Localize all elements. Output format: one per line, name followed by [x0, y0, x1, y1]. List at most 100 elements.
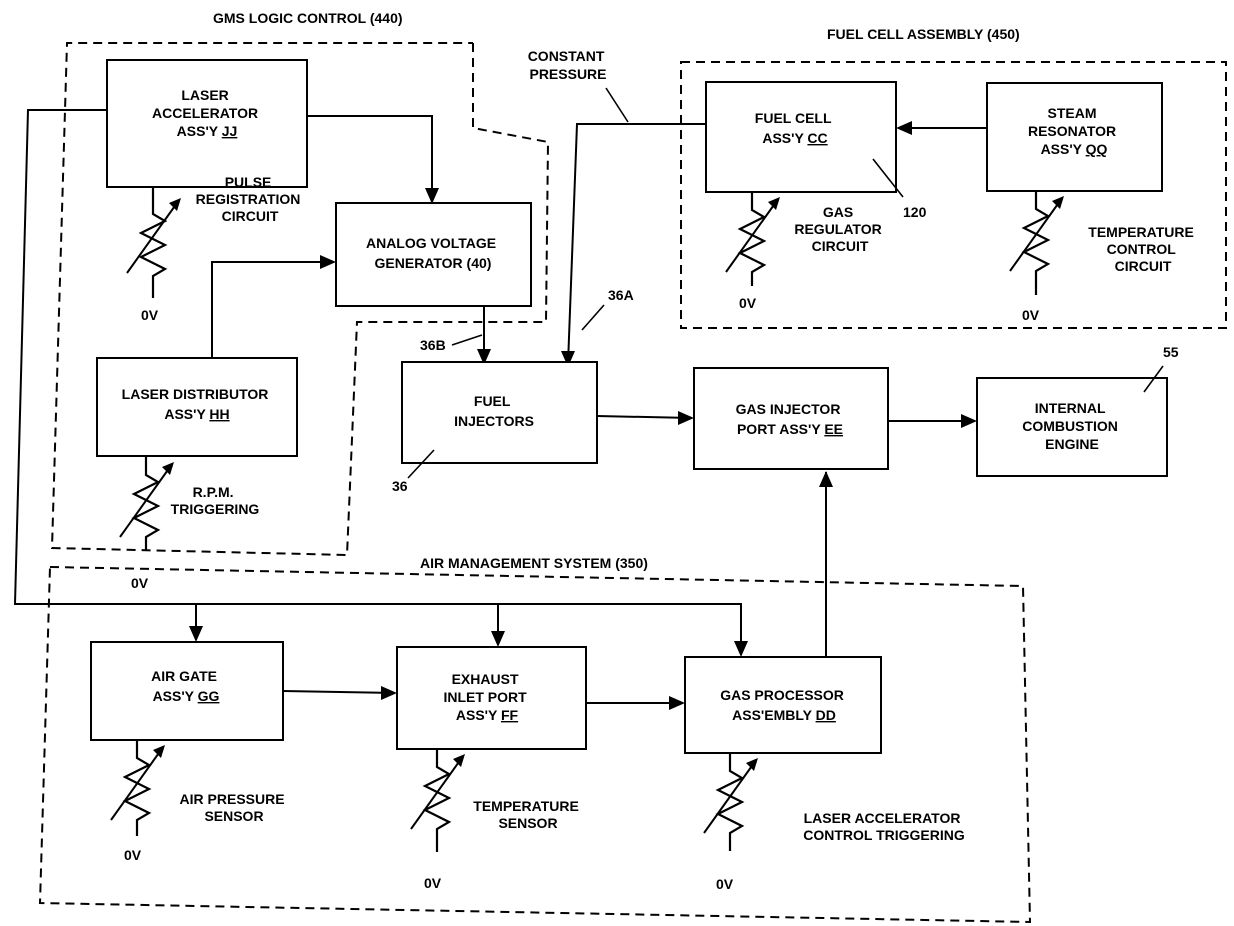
resistor-temperature-control — [1009, 191, 1064, 295]
svg-text:GAS INJECTOR PORT ASS'Y: GAS INJECTOR PORT ASS'Y EE — [736, 401, 845, 437]
svg-text:LASER ACCELERATOR: LASER ACCELERATOR ASS'Y JJ — [152, 87, 262, 139]
fuel-cell-region-title: FUEL CELL ASSEMBLY (450) — [827, 26, 1020, 42]
arrowhead-injectors-36b — [477, 349, 491, 365]
laser-trigger-label: LASER ACCELERATOR CONTROL TRIGGERING — [803, 810, 965, 843]
gms-region-outline — [50, 42, 550, 557]
ref-36b-leader — [451, 334, 483, 346]
ref-120-leader — [872, 158, 904, 198]
laser-accel-line-3: ASS'Y JJ — [177, 123, 238, 139]
laser-dist-line-1: LASER DISTRIBUTOR — [122, 386, 269, 402]
temperature-sensor-label: TEMPERATURE SENSOR — [473, 798, 582, 831]
arrowhead-fuelcell-in — [896, 121, 912, 135]
ref-55: 55 — [1163, 344, 1179, 360]
steam-line-1: STEAM — [1048, 105, 1097, 121]
fuel-cell-region-outline — [680, 61, 1227, 329]
wire-accel-to-analog — [307, 115, 433, 200]
gas-proc-line-1: GAS PROCESSOR — [720, 687, 844, 703]
ice-line-2: COMBUSTION — [1022, 418, 1118, 434]
resistor-temperature-sensor — [410, 749, 465, 852]
svg-text:EXHAUST INLET PORT: EXHAUST INLET PORT ASS'Y FF — [443, 671, 530, 723]
constant-pressure-line-2: PRESSURE — [529, 66, 606, 82]
resistor-laser-trigger — [703, 753, 758, 851]
svg-text:ANALOG VOLTAGE GENERATOR: ANALOG VOLTAGE GENERATOR (40) — [366, 235, 500, 271]
svg-text:GAS PROCESSOR ASS'EMBLY: GAS PROCESSOR ASS'EMBLY DD — [720, 687, 848, 723]
steam-code: QQ — [1086, 141, 1108, 157]
air-region-title: AIR MANAGEMENT SYSTEM (350) — [420, 555, 648, 571]
exhaust-line-3: ASS'Y FF — [456, 707, 519, 723]
fuel-cell-line-1: FUEL CELL — [755, 110, 832, 126]
exhaust-code: FF — [501, 707, 519, 723]
gas-inj-line-1: GAS INJECTOR — [736, 401, 841, 417]
resistor-gas-regulator — [725, 192, 780, 286]
laser-accel-code: JJ — [222, 123, 238, 139]
ground-label-temp-sensor: 0V — [424, 875, 442, 891]
gas-regulator-label: GAS REGULATOR CIRCUIT — [794, 204, 885, 254]
pulse-registration-label: PULSE REGISTRATION CIRCUIT — [196, 174, 305, 224]
ref-36a-leader — [581, 304, 605, 331]
gms-region-title: GMS LOGIC CONTROL (440) — [213, 10, 403, 26]
arrowhead-processor-in-top — [734, 641, 748, 657]
fuel-cell-box: FUEL CELL ASS'Y CC — [705, 81, 897, 193]
wire-injectors-to-gasinj — [596, 415, 693, 419]
laser-dist-code: HH — [209, 406, 229, 422]
arrowhead-exhaust-in-left — [381, 686, 397, 700]
ref-36: 36 — [392, 478, 408, 494]
wire-fuelcell-to-injectors — [567, 123, 706, 365]
svg-text:FUEL CELL ASS'Y CC: FUEL CELL ASS'Y CC — [755, 110, 835, 146]
exhaust-inlet-port-box: EXHAUST INLET PORT ASS'Y FF — [396, 646, 587, 750]
arrowhead-injectors-36a — [561, 351, 575, 367]
constant-pressure-leader — [605, 87, 629, 123]
ref-55-leader — [1143, 365, 1164, 393]
ref-120: 120 — [903, 204, 927, 220]
arrowhead-engine-in — [961, 414, 977, 428]
laser-dist-line-2: ASS'Y HH — [164, 406, 229, 422]
arrowhead-processor-in-left — [669, 696, 685, 710]
ground-label-laser-trigger: 0V — [716, 876, 734, 892]
gas-proc-line-2: ASS'EMBLY DD — [732, 707, 836, 723]
rpm-triggering-label: R.P.M. TRIGGERING — [171, 484, 260, 517]
ground-label-gas-regulator: 0V — [739, 295, 757, 311]
arrowhead-gasinj-in-left — [678, 411, 694, 425]
constant-pressure-label: CONSTANT PRESSURE — [528, 48, 609, 82]
svg-text:LASER DISTRIBUTOR ASS'Y: LASER DISTRIBUTOR ASS'Y HH — [122, 386, 273, 422]
laser-distributor-box: LASER DISTRIBUTOR ASS'Y HH — [96, 357, 298, 457]
steam-line-3: ASS'Y QQ — [1041, 141, 1108, 157]
arrowhead-analog-in-top — [425, 188, 439, 204]
laser-accelerator-box: LASER ACCELERATOR ASS'Y JJ — [106, 59, 308, 188]
arrowhead-airgate-in — [189, 626, 203, 642]
air-region-outline — [38, 565, 1032, 924]
temperature-control-label: TEMPERATURE CONTROL CIRCUIT — [1088, 224, 1197, 274]
ice-line-1: INTERNAL — [1035, 400, 1106, 416]
internal-combustion-engine-box: INTERNAL COMBUSTION ENGINE — [976, 377, 1168, 477]
air-gate-box: AIR GATE ASS'Y GG — [90, 641, 284, 741]
resistor-rpm-triggering — [119, 457, 174, 551]
constant-pressure-line-1: CONSTANT — [528, 48, 605, 64]
air-gate-line-2: ASS'Y GG — [153, 688, 220, 704]
gas-proc-code: DD — [816, 707, 836, 723]
laser-trigger-bus — [13, 109, 742, 655]
ground-label-air-pressure: 0V — [124, 847, 142, 863]
fuel-inj-line-2: INJECTORS — [454, 413, 534, 429]
analog-line-2: GENERATOR (40) — [375, 255, 492, 271]
arrowhead-analog-in-left — [320, 255, 336, 269]
ref-36a: 36A — [608, 287, 634, 303]
exhaust-line-2: INLET PORT — [443, 689, 527, 705]
resistor-pulse-registration — [126, 188, 181, 298]
fuel-inj-line-1: FUEL — [474, 393, 511, 409]
gas-injector-port-box: GAS INJECTOR PORT ASS'Y EE — [693, 367, 889, 470]
fuel-injectors-box: FUEL INJECTORS — [401, 361, 598, 464]
ref-36-leader — [407, 449, 435, 479]
gas-inj-line-2: PORT ASS'Y EE — [737, 421, 843, 437]
analog-voltage-generator-box: ANALOG VOLTAGE GENERATOR (40) — [335, 202, 532, 307]
ground-label-rpm: 0V — [131, 575, 149, 591]
air-pressure-sensor-label: AIR PRESSURE SENSOR — [180, 791, 289, 824]
svg-text:INTERNAL COMBUSTION: INTERNAL COMBUSTION ENGINE — [1022, 400, 1122, 452]
arrowhead-gasinj-in-bottom — [819, 471, 833, 487]
laser-accel-line-2: ACCELERATOR — [152, 105, 258, 121]
air-gate-line-1: AIR GATE — [151, 668, 217, 684]
steam-line-2: RESONATOR — [1028, 123, 1116, 139]
steam-resonator-box: STEAM RESONATOR ASS'Y QQ — [986, 82, 1163, 192]
ground-label-temp-control: 0V — [1022, 307, 1040, 323]
air-gate-code: GG — [198, 688, 220, 704]
